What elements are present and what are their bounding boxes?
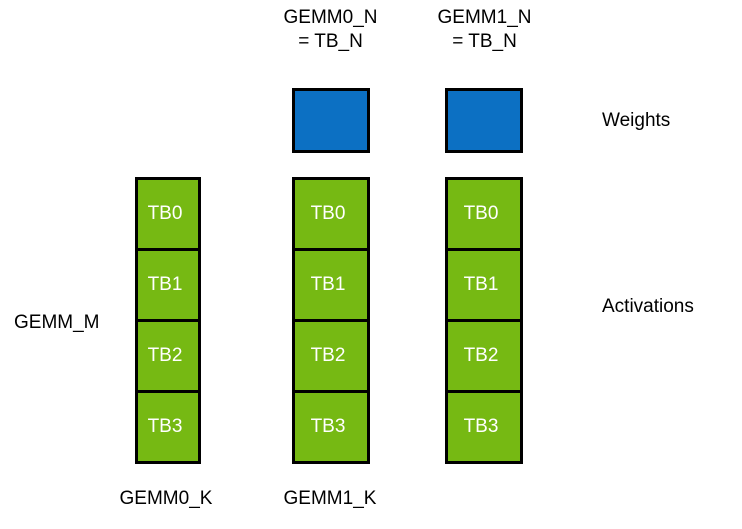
activation-cell: TB2 [292, 319, 370, 393]
activation-cell-label: TB0 [147, 203, 183, 224]
activation-cell: TB0 [135, 177, 201, 251]
activation-column-right: TB0 TB1 TB2 TB3 [445, 177, 523, 464]
activation-cell-label: TB0 [310, 203, 346, 224]
activation-cell-label: TB3 [310, 416, 346, 437]
activation-cell: TB1 [135, 248, 201, 322]
activation-cell-label: TB3 [147, 416, 183, 437]
activation-cell: TB0 [445, 177, 523, 251]
label-gemm0-n: GEMM0_N = TB_N [283, 7, 378, 52]
activation-cell-label: TB0 [463, 203, 499, 224]
activation-cell: TB1 [445, 248, 523, 322]
activation-cell: TB3 [445, 390, 523, 464]
activation-cell: TB2 [135, 319, 201, 393]
label-weights: Weights [602, 110, 671, 131]
weight-block-gemm1 [445, 88, 523, 153]
activation-column-gemm1-k: TB0 TB1 TB2 TB3 [292, 177, 370, 464]
activation-cell-label: TB1 [147, 274, 183, 295]
label-activations: Activations [602, 296, 694, 317]
activation-cell-label: TB1 [463, 274, 499, 295]
label-gemm1-n: GEMM1_N = TB_N [437, 7, 532, 52]
activation-cell: TB2 [445, 319, 523, 393]
label-gemm0-k: GEMM0_K [119, 488, 213, 509]
activation-column-gemm0-k: TB0 TB1 TB2 TB3 [135, 177, 201, 464]
activation-cell: TB0 [292, 177, 370, 251]
label-gemm-m: GEMM_M [14, 312, 100, 333]
activation-cell-label: TB1 [310, 274, 346, 295]
activation-cell: TB3 [292, 390, 370, 464]
activation-cell-label: TB3 [463, 416, 499, 437]
activation-cell: TB3 [135, 390, 201, 464]
activation-cell-label: TB2 [147, 345, 183, 366]
activation-cell: TB1 [292, 248, 370, 322]
label-gemm1-k: GEMM1_K [283, 488, 377, 509]
activation-cell-label: TB2 [463, 345, 499, 366]
weight-block-gemm0 [292, 88, 370, 153]
activation-cell-label: TB2 [310, 345, 346, 366]
